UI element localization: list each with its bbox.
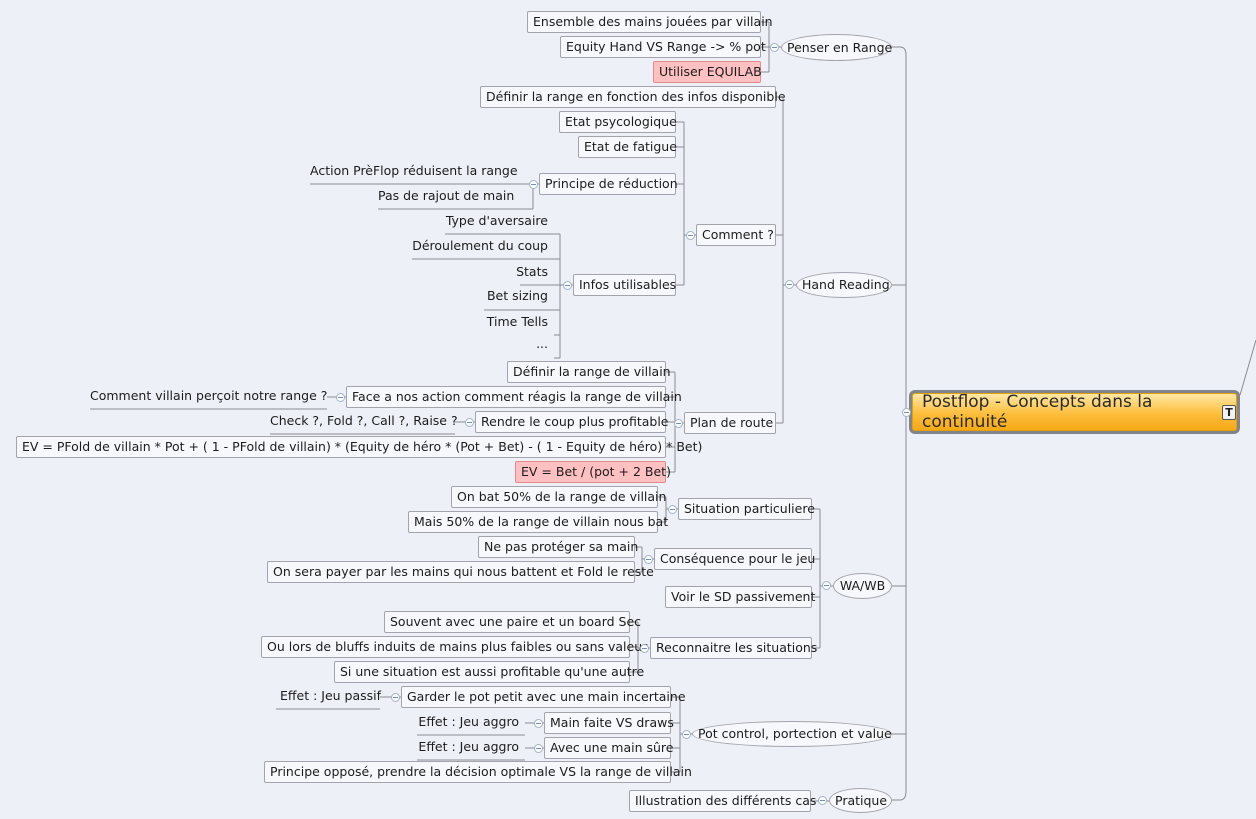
- root-topic[interactable]: Postflop - Concepts dans la continuité T: [909, 390, 1240, 434]
- collapse-handle-main-faite[interactable]: [534, 719, 543, 728]
- topic-voir-sd[interactable]: Voir le SD passivement: [665, 586, 815, 608]
- topic-check-fold-call-raise[interactable]: Check ?, Fold ?, Call ?, Raise ?: [270, 413, 458, 428]
- root-topic-box: Postflop - Concepts dans la continuité T: [912, 392, 1237, 432]
- collapse-handle-face[interactable]: [336, 393, 345, 402]
- collapse-handle-penser[interactable]: [770, 43, 779, 52]
- topic-on-sera-payer[interactable]: On sera payer par les mains qui nous bat…: [267, 561, 654, 583]
- topic-time-tells[interactable]: Time Tells: [486, 314, 548, 329]
- topic-infos-utilisables[interactable]: Infos utilisables: [573, 274, 676, 296]
- topic-main-sure[interactable]: Avec une main sûre: [544, 737, 673, 759]
- collapse-handle-comment[interactable]: [686, 231, 695, 240]
- topic-effet-aggro-1[interactable]: Effet : Jeu aggro: [418, 714, 519, 729]
- topic-effet-passif[interactable]: Effet : Jeu passif: [280, 688, 382, 703]
- topic-etat-fatigue[interactable]: Etat de fatigue: [578, 136, 677, 158]
- topic-utiliser-equilab[interactable]: Utiliser EQUILAB: [653, 61, 762, 83]
- topic-villain-percoit[interactable]: Comment villain perçoit notre range ?: [90, 388, 328, 403]
- collapse-handle-pot-control[interactable]: [682, 730, 691, 739]
- collapse-handle-rendre[interactable]: [465, 418, 474, 427]
- topic-aussi-profitable[interactable]: Si une situation est aussi profitable qu…: [334, 661, 644, 683]
- topic-equity-hand[interactable]: Equity Hand VS Range -> % pot: [560, 36, 766, 58]
- topic-main-faite[interactable]: Main faite VS draws: [544, 712, 674, 734]
- collapse-handle-root[interactable]: [902, 408, 911, 417]
- connector-line: [899, 46, 907, 801]
- topic-deroulement[interactable]: Déroulement du coup: [412, 238, 548, 253]
- topic-illustration[interactable]: Illustration des différents cas: [629, 790, 816, 812]
- topic-ev-bet[interactable]: EV = Bet / (pot + 2 Bet): [515, 461, 671, 483]
- topic-definir-range-villain[interactable]: Définir la range de villain: [507, 361, 671, 383]
- collapse-handle-infos[interactable]: [563, 281, 572, 290]
- connector-line: [1239, 339, 1256, 396]
- topic-ensemble-mains[interactable]: Ensemble des mains jouées par villain: [527, 11, 773, 33]
- collapse-handle-reconnaitre[interactable]: [640, 644, 649, 653]
- collapse-handle-hand-reading[interactable]: [785, 280, 794, 289]
- root-topic-label: Postflop - Concepts dans la continuité: [922, 392, 1153, 432]
- topic-wa-wb[interactable]: WA/WB: [833, 573, 892, 599]
- topic-stats[interactable]: Stats: [516, 264, 548, 279]
- topic-ne-pas-proteger[interactable]: Ne pas protéger sa main: [478, 536, 638, 558]
- topic-etat-psycologique[interactable]: Etat psycologique: [559, 111, 677, 133]
- topic-penser-en-range[interactable]: Penser en Range: [781, 34, 892, 61]
- topic-definir-range[interactable]: Définir la range en fonction des infos d…: [480, 86, 786, 108]
- topic-rendre-profitable[interactable]: Rendre le coup plus profitable: [475, 411, 668, 433]
- topic-consequence[interactable]: Conséquence pour le jeu: [654, 548, 815, 570]
- topic-bluffs[interactable]: Ou lors de bluffs induits de mains plus …: [261, 636, 647, 658]
- topic-garder-pot-petit[interactable]: Garder le pot petit avec une main incert…: [401, 686, 686, 708]
- topic-on-bat-50[interactable]: On bat 50% de la range de villain: [451, 486, 666, 508]
- topic-mais-50[interactable]: Mais 50% de la range de villain nous bat: [408, 511, 668, 533]
- text-note-icon[interactable]: T: [1222, 404, 1236, 420]
- topic-plan-de-route[interactable]: Plan de route: [684, 412, 776, 434]
- collapse-handle-consequence[interactable]: [644, 555, 653, 564]
- topic-pas-de-rajout[interactable]: Pas de rajout de main: [378, 188, 515, 203]
- collapse-handle-plan[interactable]: [674, 419, 683, 428]
- topic-type-adversaire[interactable]: Type d'aversaire: [445, 213, 548, 228]
- topic-pot-control[interactable]: Pot control, portection et value: [692, 721, 892, 747]
- topic-souvent[interactable]: Souvent avec une paire et un board Sec: [384, 611, 641, 633]
- collapse-handle-wawb[interactable]: [822, 581, 831, 590]
- topic-reconnaitre[interactable]: Reconnaitre les situations: [650, 637, 817, 659]
- topic-ev-formula[interactable]: EV = PFold de villain * Pot + ( 1 - PFol…: [16, 436, 702, 458]
- topic-action-preflop[interactable]: Action PrèFlop réduisent la range: [310, 163, 518, 178]
- collapse-handle-main-sure[interactable]: [534, 744, 543, 753]
- topic-principe-oppose[interactable]: Principe opposé, prendre la décision opt…: [264, 761, 692, 783]
- topic-ellipsis[interactable]: ...: [536, 336, 548, 351]
- topic-comment[interactable]: Comment ?: [696, 224, 776, 246]
- topic-face-a-nos-actions[interactable]: Face a nos action comment réagis la rang…: [346, 386, 682, 408]
- topic-situation-particuliere[interactable]: Situation particuliere: [678, 498, 815, 520]
- topic-principe-reduction[interactable]: Principe de réduction: [539, 173, 678, 195]
- collapse-handle-pratique[interactable]: [818, 796, 827, 805]
- topic-pratique[interactable]: Pratique: [829, 788, 892, 813]
- collapse-handle-principe[interactable]: [529, 180, 538, 189]
- collapse-handle-situation[interactable]: [668, 505, 677, 514]
- collapse-handle-garder[interactable]: [391, 693, 400, 702]
- topic-effet-aggro-2[interactable]: Effet : Jeu aggro: [418, 739, 519, 754]
- topic-bet-sizing[interactable]: Bet sizing: [486, 288, 548, 303]
- topic-hand-reading[interactable]: Hand Reading: [796, 272, 892, 298]
